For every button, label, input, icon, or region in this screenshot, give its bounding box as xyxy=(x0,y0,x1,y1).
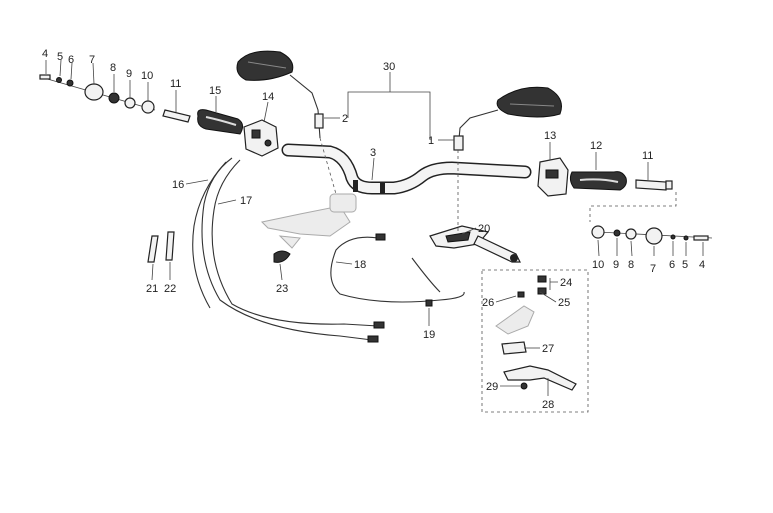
right-mirror xyxy=(453,86,562,151)
callout: 19 xyxy=(423,329,435,341)
left-switch-housing xyxy=(243,119,279,157)
callout: 11 xyxy=(170,78,181,90)
callout: 2 xyxy=(342,113,348,125)
callout: 29 xyxy=(486,381,498,393)
right-inner-weight-11 xyxy=(635,179,667,191)
left-collar-10 xyxy=(141,100,155,114)
callout: 26 xyxy=(482,297,494,309)
callout: 4 xyxy=(42,48,48,60)
callout: 12 xyxy=(590,140,602,152)
callout: 8 xyxy=(110,62,116,74)
left-bolt xyxy=(39,74,51,80)
handlebar xyxy=(281,143,532,195)
callout: 7 xyxy=(650,263,656,275)
right-bar-end-parts xyxy=(591,225,713,245)
alignment-guides xyxy=(319,137,459,232)
callout: 9 xyxy=(613,259,619,271)
left-ring-9 xyxy=(124,97,136,109)
right-brake-lever xyxy=(429,225,521,263)
left-washer-5 xyxy=(56,77,62,83)
callout: 28 xyxy=(542,399,554,411)
left-grip xyxy=(197,109,244,135)
left-lever-assembly-ghost xyxy=(260,193,357,249)
left-bar-end-parts xyxy=(39,74,191,123)
callout: 24 xyxy=(560,277,572,289)
callout: 4 xyxy=(699,259,705,271)
callout: 5 xyxy=(57,51,63,63)
callout: 20 xyxy=(478,223,490,235)
callout: 7 xyxy=(89,54,95,66)
callout: 21 xyxy=(146,283,158,295)
clutch-cable-end xyxy=(411,257,441,293)
right-end-bracket xyxy=(589,192,677,222)
callout: 18 xyxy=(354,259,366,271)
callout: 6 xyxy=(669,259,675,271)
callout: 17 xyxy=(240,195,252,207)
right-switch-housing xyxy=(537,157,569,197)
lever-kit-inset xyxy=(481,269,589,413)
leader-lines xyxy=(45,59,704,396)
callout: 9 xyxy=(126,68,132,80)
throttle-cables xyxy=(192,157,385,343)
callout: 13 xyxy=(544,130,556,142)
callout: 16 xyxy=(172,179,184,191)
callout: 10 xyxy=(592,259,604,271)
left-bar-end-weight xyxy=(84,83,104,101)
callout: 30 xyxy=(383,61,395,73)
callout: 11 xyxy=(642,150,653,162)
small-loose-parts xyxy=(147,231,433,307)
left-inner-weight-11 xyxy=(162,109,191,123)
callout: 5 xyxy=(682,259,688,271)
callout: 14 xyxy=(262,91,274,103)
callout: 15 xyxy=(209,85,221,97)
clutch-cable xyxy=(330,236,465,303)
left-nut-8 xyxy=(108,92,120,104)
callout: 6 xyxy=(68,54,74,66)
callout: 1 xyxy=(428,135,434,147)
callout: 25 xyxy=(558,297,570,309)
callout: 23 xyxy=(276,283,288,295)
callout: 10 xyxy=(141,70,153,82)
left-washer-6 xyxy=(66,79,74,87)
right-inner-weight-cap xyxy=(665,180,673,190)
callout: 27 xyxy=(542,343,554,355)
right-grip xyxy=(569,171,627,191)
clutch-cable-fitting xyxy=(375,233,386,241)
callout: 3 xyxy=(370,147,376,159)
callout: 22 xyxy=(164,283,176,295)
callout-labels: 4 5 6 7 8 9 10 11 15 14 30 2 1 3 13 12 1… xyxy=(42,48,705,411)
callout: 8 xyxy=(628,259,634,271)
left-mirror xyxy=(236,50,324,139)
